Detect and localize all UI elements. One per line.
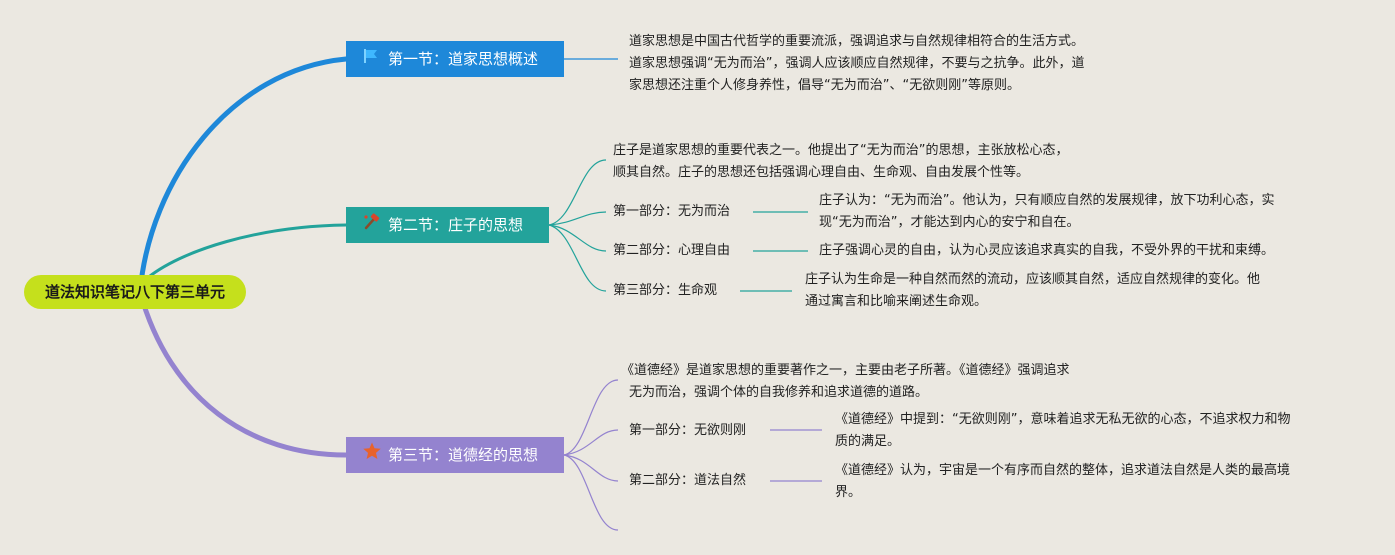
section3-part1-detail[interactable]: 《道德经》中提到：“无欲则刚”，意味着追求无私无欲的心态，不追求权力和物 质的满…: [835, 409, 1290, 453]
section3-summary-connector: [563, 379, 619, 456]
section2-summary-connector: [548, 159, 607, 226]
section3-title: 第三节：道德经的思想: [388, 446, 539, 464]
section3-summary-line: 《道德经》是道家思想的重要著作之一，主要由老子所著。《道德经》强调追求: [621, 363, 1070, 378]
section1-summary-line: 道家思想强调“无为而治”，强调人应该顺应自然规律，不要与之抗争。此外，道: [629, 56, 1085, 71]
section2-part3-label[interactable]: 第三部分：生命观: [613, 283, 718, 298]
section2-summary-line: 顺其自然。庄子的思想还包括强调心理自由、生命观、自由发展个性等。: [613, 165, 1030, 180]
section3-extra-connector: [563, 454, 619, 531]
flag-icon: [362, 42, 384, 78]
section2-part1-label[interactable]: 第一部分：无为而治: [613, 204, 731, 219]
detail-line: 《道德经》认为，宇宙是一个有序而自然的整体，追求道法自然是人类的最高境: [835, 463, 1291, 478]
section2-part1-connector: [548, 211, 607, 226]
root-to-section1-connector: [137, 56, 349, 295]
root-to-section2-connector: [143, 223, 348, 282]
section3-node[interactable]: 第三节：道德经的思想: [346, 437, 564, 473]
detail-line: 庄子认为：“无为而治”。他认为，只有顺应自然的发展规律，放下功利心态，实: [819, 193, 1275, 208]
section3-part2-connector: [563, 454, 619, 482]
section2-summary-line: 庄子是道家思想的重要代表之一。他提出了“无为而治”的思想，主张放松心态，: [613, 143, 1069, 158]
section3-part2-detail[interactable]: 《道德经》认为，宇宙是一个有序而自然的整体，追求道法自然是人类的最高境 界。: [835, 460, 1290, 504]
section3-summary[interactable]: 《道德经》是道家思想的重要著作之一，主要由老子所著。《道德经》强调追求 无为而治…: [621, 360, 1070, 404]
section2-part2-label[interactable]: 第二部分：心理自由: [613, 243, 731, 258]
detail-line: 界。: [835, 485, 862, 500]
section1-title: 第一节：道家思想概述: [388, 50, 539, 68]
section1-summary-line: 家思想还注重个人修身养性，倡导“无为而治”、“无欲则刚”等原则。: [629, 78, 1020, 93]
section2-part2-connector: [548, 224, 607, 252]
detail-line: 质的满足。: [835, 434, 901, 449]
detail-line: 庄子认为生命是一种自然而然的流动，应该顺其自然，适应自然规律的变化。他: [805, 272, 1261, 287]
section2-part1-detail[interactable]: 庄子认为：“无为而治”。他认为，只有顺应自然的发展规律，放下功利心态，实 现“无…: [819, 190, 1274, 234]
detail-line: 庄子强调心灵的自由，认为心灵应该追求真实的自我，不受外界的干扰和束缚。: [819, 243, 1275, 258]
detail-line: 通过寓言和比喻来阐述生命观。: [805, 294, 988, 309]
section3-summary-line: 无为而治，强调个体的自我修养和追求道德的道路。: [629, 385, 929, 400]
section3-part1-label[interactable]: 第一部分：无欲则刚: [629, 423, 747, 438]
section2-summary[interactable]: 庄子是道家思想的重要代表之一。他提出了“无为而治”的思想，主张放松心态， 顺其自…: [613, 140, 1068, 184]
section1-summary[interactable]: 道家思想是中国古代哲学的重要流派，强调追求与自然规律相符合的生活方式。 道家思想…: [629, 31, 1084, 97]
root-to-section3-connector: [137, 289, 349, 458]
hammer-icon: [362, 208, 384, 244]
detail-line: 现“无为而治”，才能达到内心的安宁和自在。: [819, 215, 1080, 230]
section2-node[interactable]: 第二节：庄子的思想: [346, 207, 549, 243]
section1-node[interactable]: 第一节：道家思想概述: [346, 41, 564, 77]
section3-part2-label[interactable]: 第二部分：道法自然: [629, 473, 747, 488]
detail-line: 《道德经》中提到：“无欲则刚”，意味着追求无私无欲的心态，不追求权力和物: [835, 412, 1291, 427]
section1-summary-line: 道家思想是中国古代哲学的重要流派，强调追求与自然规律相符合的生活方式。: [629, 34, 1085, 49]
root-node[interactable]: 道法知识笔记八下第三单元: [24, 275, 246, 309]
section2-part3-connector: [548, 224, 607, 292]
section3-part1-connector: [563, 429, 619, 456]
section2-part2-detail[interactable]: 庄子强调心灵的自由，认为心灵应该追求真实的自我，不受外界的干扰和束缚。: [819, 240, 1274, 262]
star-icon: [362, 438, 384, 474]
section2-title: 第二节：庄子的思想: [388, 216, 524, 234]
section2-part3-detail[interactable]: 庄子认为生命是一种自然而然的流动，应该顺其自然，适应自然规律的变化。他 通过寓言…: [805, 269, 1260, 313]
